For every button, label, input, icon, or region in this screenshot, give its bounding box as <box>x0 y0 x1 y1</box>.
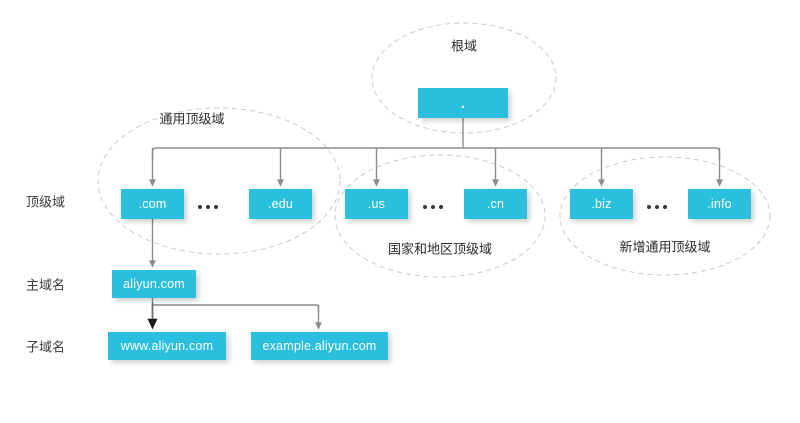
dot <box>647 205 651 209</box>
dot <box>206 205 210 209</box>
dot <box>439 205 443 209</box>
group-label-country-tld: 国家和地区顶级域 <box>387 241 493 257</box>
row-label-top-level-domain: 顶级域 <box>26 194 66 210</box>
ellipse-generic-tld-group <box>97 107 341 255</box>
node-info[interactable]: .info <box>688 189 751 219</box>
node-biz[interactable]: .biz <box>570 189 633 219</box>
wire-aliyun-branch-bus <box>151 298 320 312</box>
group-label-new-gtld: 新增通用顶级域 <box>619 239 711 255</box>
node-www-aliyun-com[interactable]: www.aliyun.com <box>108 332 226 360</box>
node-cn[interactable]: .cn <box>464 189 527 219</box>
group-label-root: 根域 <box>450 38 478 54</box>
dot <box>423 205 427 209</box>
dot <box>431 205 435 209</box>
ellipsis-generic-icon <box>198 205 218 209</box>
dot <box>198 205 202 209</box>
wire-tld-bus <box>153 148 773 152</box>
dot <box>655 205 659 209</box>
ellipsis-new-gtld-icon <box>647 205 667 209</box>
group-label-generic-tld: 通用顶级域 <box>159 111 225 127</box>
dot <box>214 205 218 209</box>
wire-bus <box>151 147 721 160</box>
row-label-main-domain: 主域名 <box>26 277 66 293</box>
node-root[interactable]: . <box>418 88 508 118</box>
dot <box>663 205 667 209</box>
ellipsis-country-icon <box>423 205 443 209</box>
node-example-aliyun-com[interactable]: example.aliyun.com <box>251 332 388 360</box>
node-aliyun-com[interactable]: aliyun.com <box>112 270 196 298</box>
node-us[interactable]: .us <box>345 189 408 219</box>
node-com[interactable]: .com <box>121 189 184 219</box>
row-label-sub-domain: 子域名 <box>26 339 66 355</box>
node-edu[interactable]: .edu <box>249 189 312 219</box>
